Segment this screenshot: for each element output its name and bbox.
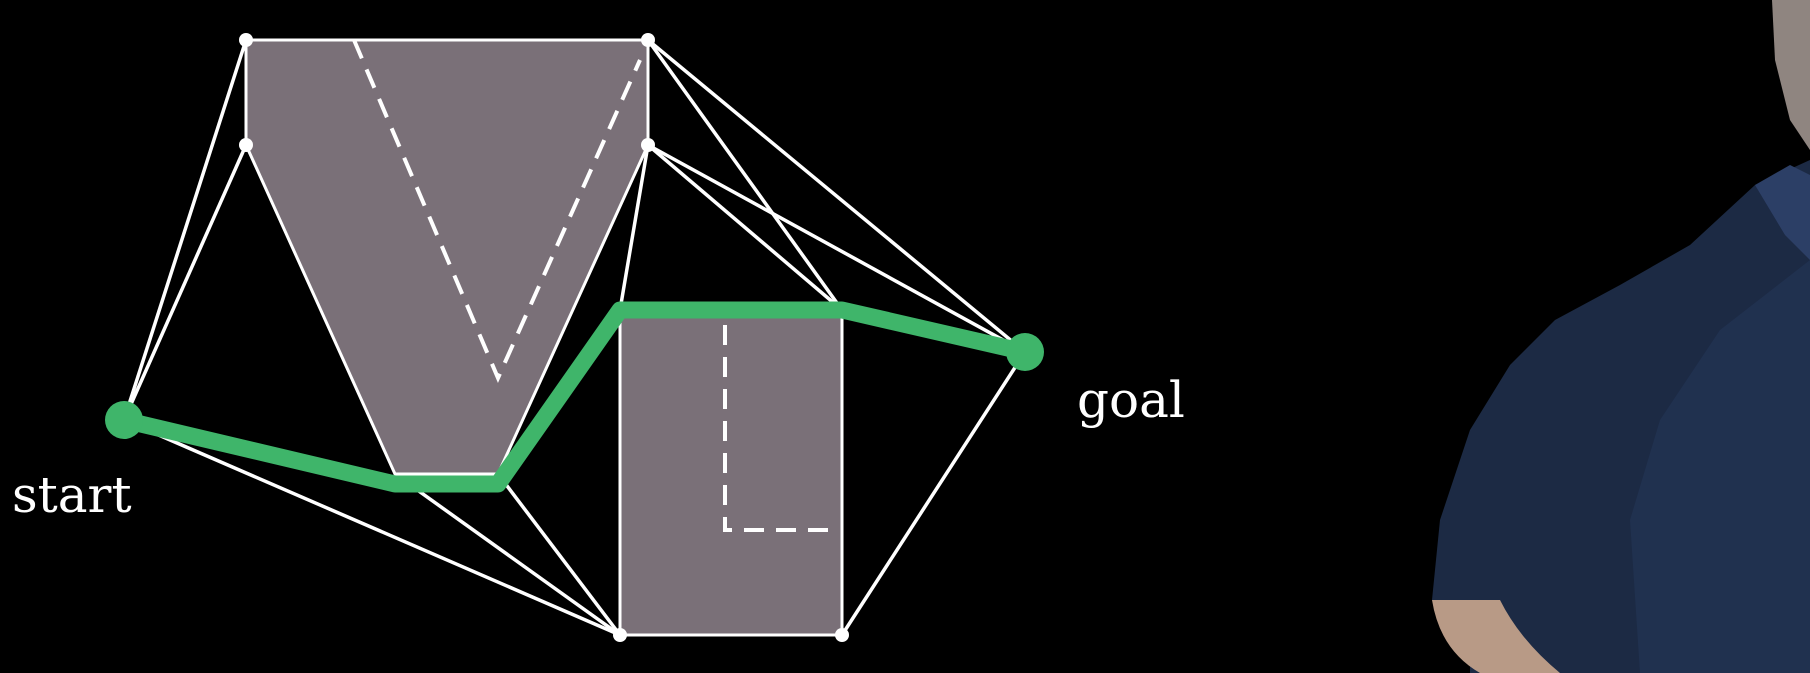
presenter-head [1772, 0, 1810, 150]
presenter-arm [1432, 600, 1560, 673]
edge [646, 38, 1027, 354]
start-point [105, 401, 143, 439]
vertex [239, 33, 253, 47]
vertex [613, 628, 627, 642]
presenter-collar [1755, 165, 1810, 260]
dashed-lines [352, 39, 840, 532]
dashed-l-line [723, 325, 840, 532]
shortest-path [115, 301, 1034, 493]
vertex [641, 138, 655, 152]
visibility-edges [122, 38, 1027, 637]
edge [496, 472, 622, 637]
edge [122, 144, 248, 421]
edge [393, 472, 622, 637]
edge [840, 351, 1027, 636]
edge [647, 143, 1026, 354]
obstacle-rectangle [618, 308, 844, 637]
dashed-v-line [352, 39, 642, 384]
edge [618, 144, 650, 311]
start-label: start [12, 466, 132, 524]
obstacles [244, 38, 844, 637]
goal-point [1006, 333, 1044, 371]
goal-label: goal [1077, 371, 1185, 429]
edge [122, 39, 248, 421]
presenter-shirt-shading [1630, 260, 1810, 673]
vertex [239, 138, 253, 152]
vertex [835, 628, 849, 642]
edge [646, 38, 844, 312]
vertex [641, 33, 655, 47]
vertices [239, 33, 849, 642]
presenter [1432, 0, 1810, 673]
edge [123, 418, 621, 637]
edge [646, 143, 844, 312]
